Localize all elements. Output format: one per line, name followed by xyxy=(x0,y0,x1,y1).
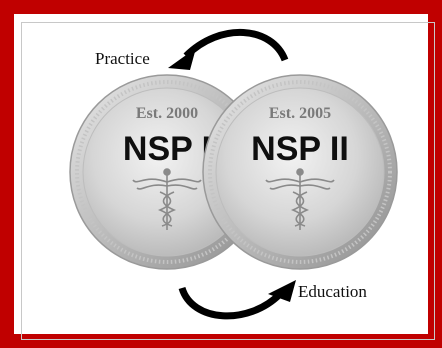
diagram-canvas xyxy=(21,22,435,340)
caduceus-icon xyxy=(132,168,202,230)
practice-arrow xyxy=(183,29,289,62)
coin-2-established: Est. 2005 xyxy=(269,105,331,122)
education-label: Education xyxy=(298,282,367,301)
coin-nsp-2: Est. 2005 NSP II xyxy=(202,74,398,270)
coin-1-name: NSP I xyxy=(123,130,211,168)
coin-2-name: NSP II xyxy=(251,130,349,168)
practice-label: Practice xyxy=(95,49,150,68)
coin-1-established: Est. 2000 xyxy=(136,105,198,122)
education-arrow-head xyxy=(268,280,296,302)
practice-arrow-head xyxy=(168,48,196,70)
education-arrow xyxy=(178,286,283,320)
caduceus-icon xyxy=(265,168,335,230)
